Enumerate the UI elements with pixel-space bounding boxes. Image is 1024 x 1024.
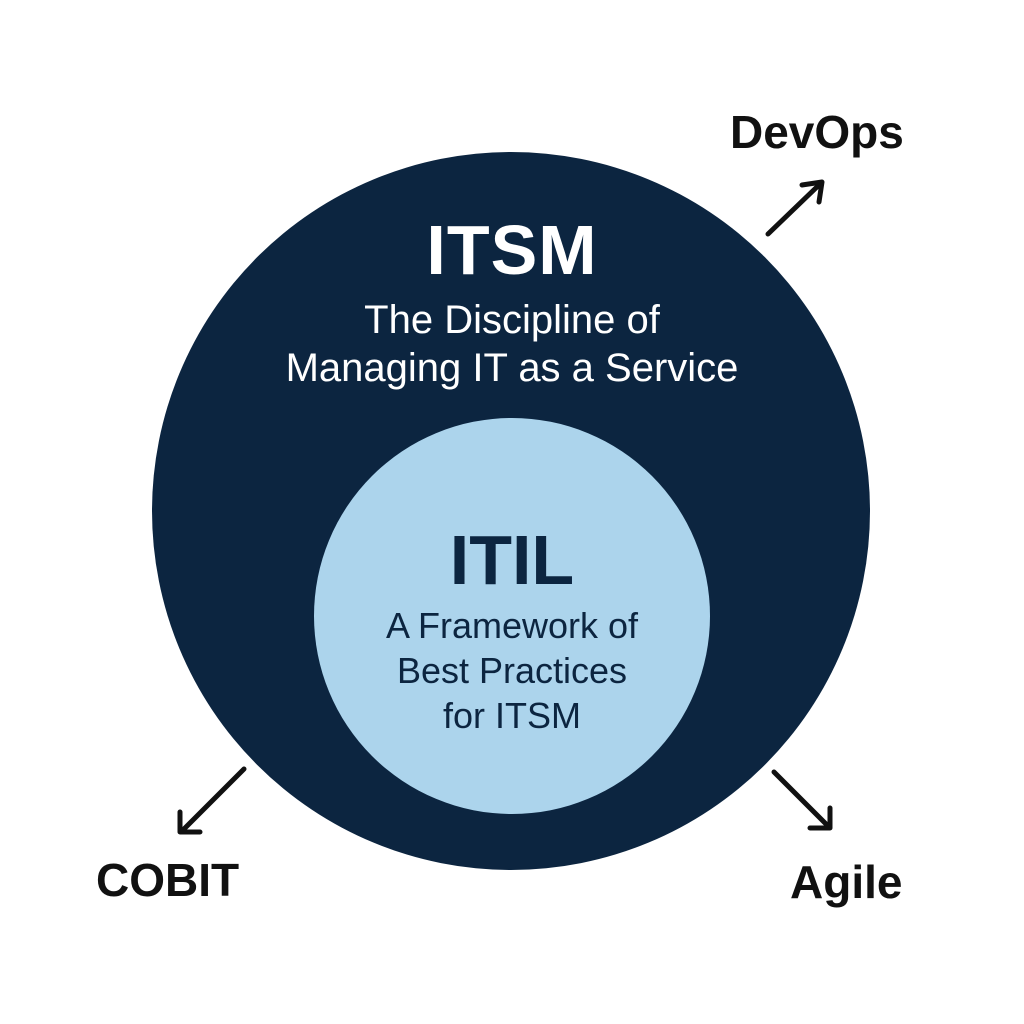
itsm-subtitle: The Discipline of Managing IT as a Servi… (0, 296, 1024, 392)
itil-subtitle-line-3: for ITSM (442, 695, 581, 736)
itil-title: ITIL (449, 521, 575, 599)
arrow-down-right-icon (771, 769, 833, 831)
devops-label: DevOps (730, 106, 904, 158)
agile-label: Agile (790, 856, 903, 908)
arrow-down-left-icon (177, 766, 247, 835)
itil-subtitle-line-1: A Framework of (385, 605, 639, 646)
itsm-title: ITSM (426, 211, 598, 289)
itil-circle (314, 418, 710, 814)
cobit-label: COBIT (96, 854, 240, 906)
itil-subtitle: A Framework of Best Practices for ITSM (314, 603, 710, 738)
itsm-subtitle-line-1: The Discipline of (364, 298, 660, 342)
itsm-subtitle-line-2: Managing IT as a Service (285, 346, 739, 390)
itil-subtitle-line-2: Best Practices (396, 650, 628, 691)
